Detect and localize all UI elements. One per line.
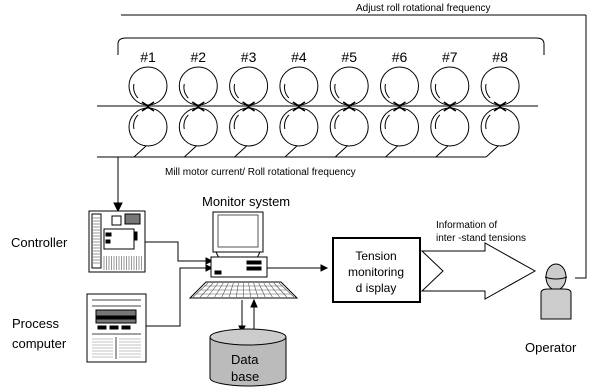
process-label-1: Process [12, 316, 59, 331]
signal-tick [133, 145, 147, 158]
roll-stand-5 [329, 66, 369, 158]
stand-label-4: #4 [291, 49, 307, 65]
signal-tick [334, 145, 348, 158]
top-roll [480, 66, 520, 106]
operator-icon [540, 263, 572, 320]
signal-tick [183, 145, 197, 158]
controller-label: Controller [11, 235, 68, 250]
tension-display-line-2: monitoring [348, 265, 404, 279]
info-label-2: inter -stand tensions [436, 233, 526, 244]
top-roll [430, 66, 470, 106]
input-connections [145, 241, 214, 327]
top-roll [178, 66, 218, 106]
top-roll [229, 66, 269, 106]
roll-stand-8 [480, 66, 520, 158]
database-cylinder [209, 328, 287, 387]
motor-signal-line [97, 156, 487, 213]
operator-label: Operator [525, 340, 577, 355]
process-label-2: computer [12, 336, 67, 351]
top-roll [380, 66, 419, 106]
process-computer-cabinet [86, 293, 147, 363]
bottom-roll [279, 107, 319, 147]
stand-label-2: #2 [191, 49, 207, 65]
bottom-roll [480, 107, 520, 147]
stand-label-1: #1 [140, 49, 156, 65]
stand-label-5: #5 [341, 49, 357, 65]
tension-display-box [332, 237, 421, 303]
info-label-1: Information of [436, 220, 497, 231]
top-roll [128, 66, 168, 106]
adjust-feedback-line [117, 14, 587, 279]
roll-stand-6 [380, 66, 419, 158]
adjust-roll-label: Adjust roll rotational frequency [356, 3, 491, 14]
roll-stand-3 [229, 66, 269, 158]
signal-tick [284, 145, 298, 158]
tension-display-line-1: Tension [355, 249, 396, 263]
monitor-system-label: Monitor system [202, 194, 290, 209]
database-label-2: base [231, 369, 259, 384]
database-link [238, 298, 258, 334]
top-roll [279, 66, 319, 106]
rolls [128, 66, 520, 158]
signal-tick [234, 145, 247, 158]
bottom-roll [430, 107, 470, 147]
stand-label-7: #7 [442, 49, 458, 65]
bottom-roll [229, 107, 269, 147]
top-roll [329, 66, 369, 106]
database-label-1: Data [231, 352, 259, 367]
signal-tick [385, 145, 398, 158]
roll-stand-1 [128, 66, 168, 158]
information-arrow [420, 242, 537, 300]
stand-label-8: #8 [492, 49, 508, 65]
signal-tick [435, 145, 449, 158]
roll-stand-7 [430, 66, 470, 158]
signal-tick [485, 145, 499, 158]
bottom-roll [329, 107, 369, 147]
bottom-roll [128, 107, 168, 147]
stand-labels: #1 #2 #3 #4 #5 #6 #7 #8 [140, 49, 508, 65]
stand-label-6: #6 [392, 49, 408, 65]
motor-current-label: Mill motor current/ Roll rotational freq… [165, 167, 356, 178]
stand-label-3: #3 [241, 49, 257, 65]
roll-stand-4 [279, 66, 319, 158]
roll-stand-2 [178, 66, 218, 158]
controller-cabinet [88, 210, 146, 273]
bottom-roll [178, 107, 218, 147]
bottom-roll [380, 107, 419, 147]
display-connection [267, 264, 329, 272]
monitor-workstation [188, 211, 299, 299]
tension-display-line-3: d isplay [356, 281, 397, 295]
